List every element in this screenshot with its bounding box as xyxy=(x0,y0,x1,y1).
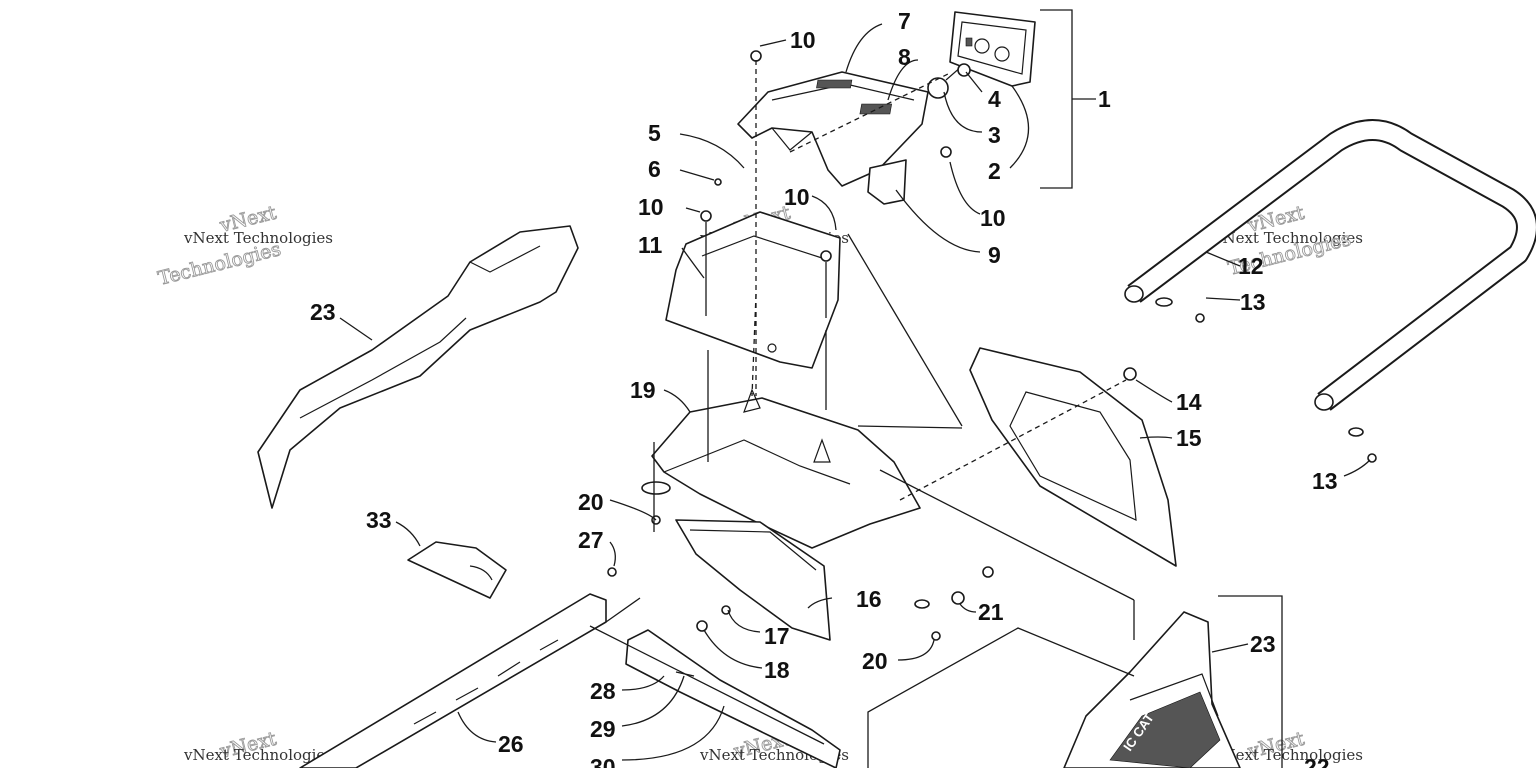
callout-28: 28 xyxy=(590,678,616,704)
watermark-caption: vNext Technologies xyxy=(1213,229,1363,247)
watermark-caption: vNext Technologies xyxy=(183,229,333,247)
rear-rail xyxy=(299,593,607,768)
watermark-caption: vNext Technologies xyxy=(1213,746,1363,764)
callout-27: 27 xyxy=(578,527,604,553)
inner-fender xyxy=(651,388,921,549)
grommets xyxy=(641,297,1364,609)
group-bracket-22 xyxy=(1218,595,1283,768)
callout-14: 14 xyxy=(1176,389,1202,415)
callout-13-top: 13 xyxy=(1240,289,1266,315)
right-rear-panel: IC CAT xyxy=(1063,611,1241,768)
callout-30: 30 xyxy=(590,754,616,768)
callout-5: 5 xyxy=(648,120,661,146)
callout-19: 19 xyxy=(630,377,656,403)
callout-9: 9 xyxy=(988,242,1001,268)
rear-tail-cowl xyxy=(737,71,929,187)
tail-light-housing xyxy=(949,11,1036,87)
callout-11: 11 xyxy=(638,232,663,258)
watermark-caption: vNext Technologies xyxy=(183,746,333,764)
callout-33: 33 xyxy=(366,507,392,533)
callout-16: 16 xyxy=(856,586,882,612)
left-rear-panel xyxy=(257,225,579,509)
callout-3: 3 xyxy=(988,122,1001,148)
watermark-bottom-left: vNext vNext Technologies xyxy=(183,727,333,764)
callout-23-right: 23 xyxy=(1250,631,1276,657)
callout-20-left: 20 xyxy=(578,489,604,515)
callout-8: 8 xyxy=(898,44,911,70)
callout-leaders xyxy=(339,23,1371,761)
bumper-outline xyxy=(867,627,1135,768)
tail-bracket xyxy=(867,159,907,205)
callout-10-left: 10 xyxy=(638,194,664,220)
assembly-line xyxy=(789,73,949,153)
callout-15: 15 xyxy=(1176,425,1202,451)
right-side-panel xyxy=(969,347,1177,567)
tail-light-bulb xyxy=(927,63,971,99)
callout-22: 22 xyxy=(1304,754,1330,768)
callout-10-top: 10 xyxy=(790,27,816,53)
callout-labels: 1 2 3 4 5 6 7 8 9 10 10 10 10 11 12 13 1… xyxy=(310,8,1338,768)
callout-13-bottom: 13 xyxy=(1312,468,1338,494)
snow-flap xyxy=(675,519,831,641)
callout-6: 6 xyxy=(648,156,661,182)
watermark-top-left: vNext vNext Technologies Technologies xyxy=(155,201,333,290)
callout-10-center: 10 xyxy=(784,184,810,210)
callout-7: 7 xyxy=(898,8,911,34)
grab-bar xyxy=(1124,119,1536,411)
callout-10-right: 10 xyxy=(980,205,1006,231)
callout-26: 26 xyxy=(498,731,524,757)
callout-4: 4 xyxy=(988,86,1001,112)
callout-1: 1 xyxy=(1098,86,1111,112)
callout-12: 12 xyxy=(1238,253,1264,279)
heat-shield xyxy=(407,541,507,599)
callout-2: 2 xyxy=(988,158,1001,184)
callout-20-bottom: 20 xyxy=(862,648,888,674)
callout-29: 29 xyxy=(590,716,616,742)
callout-18: 18 xyxy=(764,657,790,683)
flap-mount-plate xyxy=(665,211,841,369)
callout-17: 17 xyxy=(764,623,790,649)
callout-21: 21 xyxy=(978,599,1004,625)
callout-23-left: 23 xyxy=(310,299,336,325)
